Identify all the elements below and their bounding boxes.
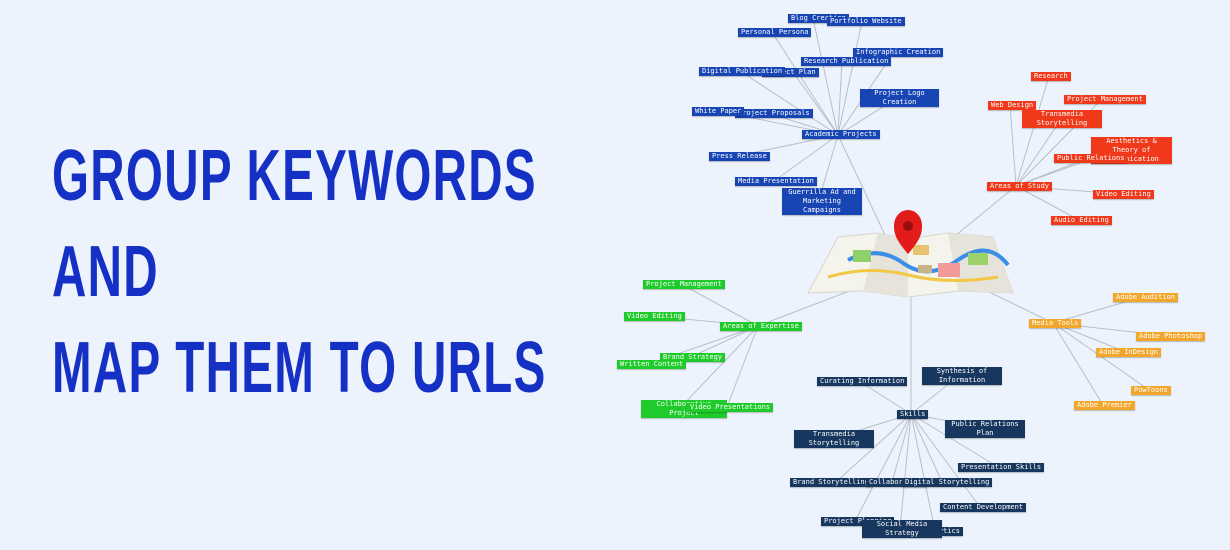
- node-press-release[interactable]: Press Release: [709, 152, 770, 161]
- node-infographic-creation[interactable]: Infographic Creation: [853, 48, 944, 57]
- node-video-presentations[interactable]: Video Presentations: [687, 403, 774, 412]
- node-synthesis-of-information[interactable]: Synthesis of Information: [922, 367, 1002, 385]
- node-brand-strategy[interactable]: Brand Strategy: [660, 353, 726, 362]
- headline-line-2: AND: [52, 232, 159, 312]
- node-adobe-indesign[interactable]: Adobe InDesign: [1096, 348, 1162, 357]
- node-presentation-skills[interactable]: Presentation Skills: [958, 463, 1045, 472]
- node-guerrilla-ad[interactable]: Guerrilla Ad and Marketing Campaigns: [782, 188, 862, 215]
- node-powtoons[interactable]: PowToons: [1131, 386, 1171, 395]
- hub-skills[interactable]: Skills: [897, 410, 929, 419]
- node-project-planning[interactable]: Project Planning: [821, 517, 895, 526]
- node-research[interactable]: Research: [1031, 72, 1071, 81]
- node-project-logo-creation[interactable]: Project Logo Creation: [860, 89, 939, 107]
- node-content-development[interactable]: Content Development: [940, 503, 1027, 512]
- node-digital-publication[interactable]: Digital Publication: [699, 67, 786, 76]
- node-collaboration[interactable]: Collaboration: [866, 478, 927, 487]
- node-public-relations-study[interactable]: Public Relations: [1054, 154, 1128, 163]
- node-written-content[interactable]: Written Content: [617, 360, 687, 369]
- node-media-presentation[interactable]: Media Presentation: [735, 177, 817, 186]
- node-social-media-strategy[interactable]: Social Media Strategy: [862, 520, 942, 538]
- node-transmedia-storytelling-study[interactable]: Transmedia Storytelling: [1022, 110, 1102, 128]
- hub-media-tools[interactable]: Media Tools: [1029, 319, 1082, 328]
- node-portfolio-website[interactable]: Portfolio Website: [827, 17, 905, 26]
- node-transmedia-storytelling-skills[interactable]: Transmedia Storytelling: [794, 430, 874, 448]
- node-adobe-audition[interactable]: Adobe Audition: [1113, 293, 1179, 302]
- node-white-paper[interactable]: White Paper: [692, 107, 745, 116]
- node-video-editing-study[interactable]: Video Editing: [1093, 190, 1154, 199]
- node-audio-editing[interactable]: Audio Editing: [1051, 216, 1112, 225]
- node-adobe-premier[interactable]: Adobe Premier: [1074, 401, 1135, 410]
- node-research-publication[interactable]: Research Publication: [801, 57, 892, 66]
- node-digital-storytelling[interactable]: Digital Storytelling: [902, 478, 993, 487]
- map-pin-icon: [808, 210, 1014, 297]
- hub-areas-of-study[interactable]: Areas of Study: [987, 182, 1053, 191]
- node-project-management-expertise[interactable]: Project Management: [643, 280, 725, 289]
- node-project-proposals[interactable]: Project Proposals: [735, 109, 813, 118]
- node-project-management-study[interactable]: Project Management: [1064, 95, 1146, 104]
- node-adobe-photoshop[interactable]: Adobe Photoshop: [1136, 332, 1206, 341]
- hub-areas-of-expertise[interactable]: Areas of Expertise: [720, 322, 802, 331]
- node-blog-creation[interactable]: Blog Creation: [788, 14, 849, 23]
- node-project-plan[interactable]: Project Plan: [762, 68, 819, 77]
- node-video-editing-expertise[interactable]: Video Editing: [624, 312, 685, 321]
- node-public-relations-plan[interactable]: Public Relations Plan: [945, 420, 1025, 438]
- node-web-design[interactable]: Web Design: [988, 101, 1037, 110]
- node-brand-storytelling[interactable]: Brand Storytelling: [790, 478, 872, 487]
- node-curating-information[interactable]: Curating Information: [817, 377, 908, 386]
- hub-academic-projects[interactable]: Academic Projects: [802, 130, 880, 139]
- node-personal-persona[interactable]: Personal Persona: [738, 28, 812, 37]
